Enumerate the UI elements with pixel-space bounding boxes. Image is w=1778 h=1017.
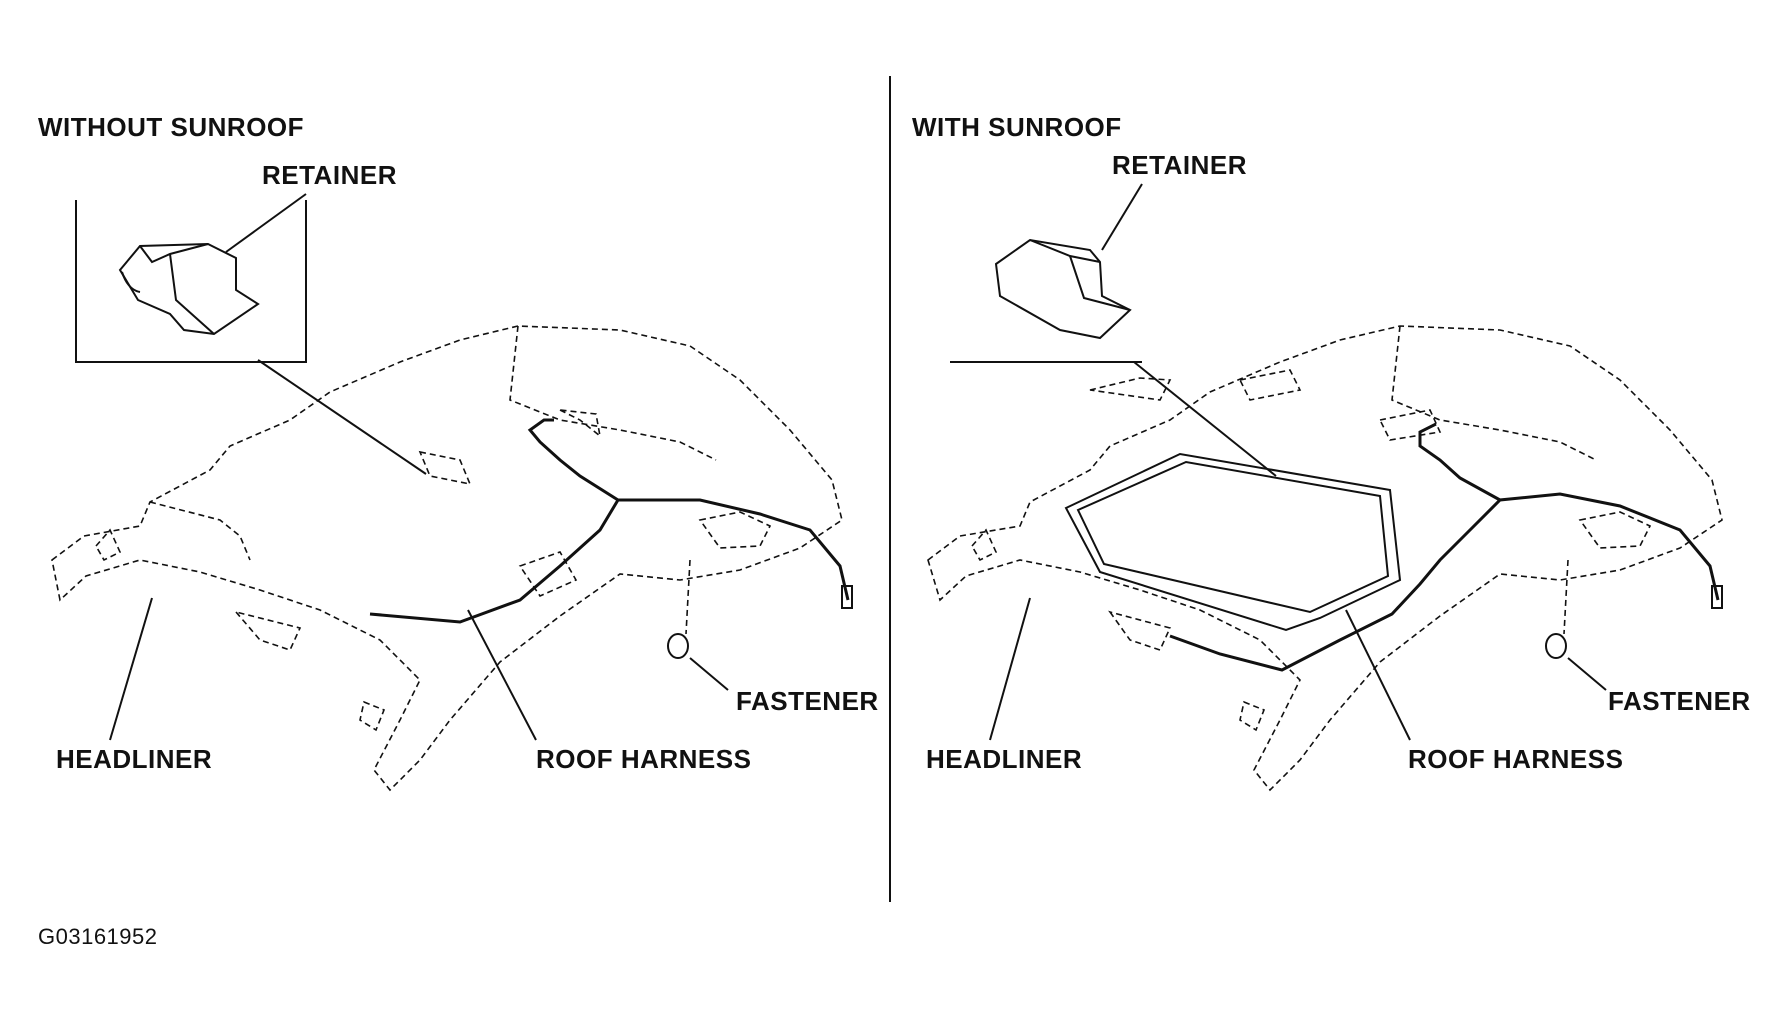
right-headliner-label: HEADLINER bbox=[926, 744, 1083, 774]
left-retainer-label: RETAINER bbox=[262, 160, 397, 190]
left-roof-harness-label: ROOF HARNESS bbox=[536, 744, 752, 774]
left-retainer-part bbox=[118, 242, 260, 336]
right-headliner-outline bbox=[927, 325, 1723, 792]
left-headliner-outline bbox=[51, 325, 843, 792]
left-label-leaders bbox=[109, 597, 537, 741]
left-fastener-part bbox=[667, 559, 729, 691]
right-retainer-label: RETAINER bbox=[1112, 150, 1247, 180]
right-sunroof-opening bbox=[1064, 452, 1402, 632]
right-fastener-part bbox=[1545, 559, 1607, 691]
right-fastener-label: FASTENER bbox=[1608, 686, 1751, 716]
right-panel-title: WITH SUNROOF bbox=[912, 112, 1122, 142]
figure-code: G03161952 bbox=[38, 924, 158, 949]
right-retainer-callout-line bbox=[950, 361, 1277, 477]
right-roof-harness-label: ROOF HARNESS bbox=[1408, 744, 1624, 774]
left-panel-title: WITHOUT SUNROOF bbox=[38, 112, 305, 142]
left-headliner-label: HEADLINER bbox=[56, 744, 213, 774]
right-label-leaders bbox=[989, 597, 1411, 741]
right-roof-harness-wire bbox=[1169, 422, 1723, 672]
right-retainer-part bbox=[994, 183, 1143, 340]
left-retainer-callout-box bbox=[75, 193, 307, 363]
left-retainer-leader bbox=[257, 359, 427, 475]
left-roof-harness-wire bbox=[369, 418, 853, 624]
left-fastener-label: FASTENER bbox=[736, 686, 879, 716]
